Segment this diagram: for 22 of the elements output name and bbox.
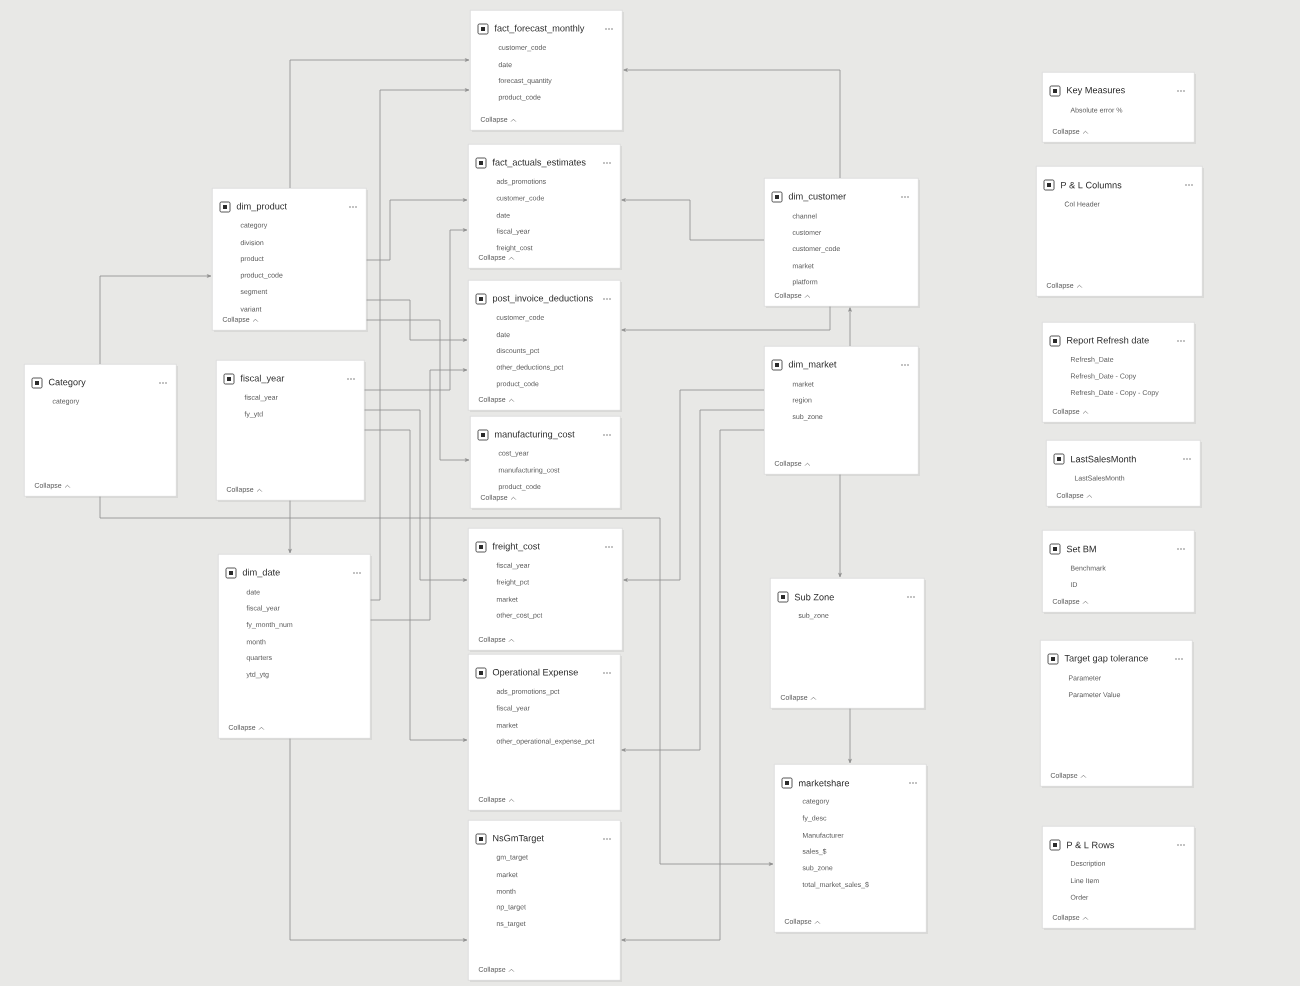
relationship-line [99, 496, 774, 866]
relationship-line [289, 58, 470, 189]
relationship-line [366, 198, 468, 261]
relationship-line [848, 307, 852, 347]
relationship-line [370, 88, 470, 601]
relationship-line [838, 474, 842, 578]
relationship-line [621, 409, 765, 752]
relationship-line [288, 500, 292, 554]
relationship-line [364, 409, 468, 582]
relationship-line [289, 738, 468, 942]
relationship-line [370, 368, 468, 621]
relationship-line [364, 228, 468, 391]
relationship-line [848, 708, 852, 764]
relationship-line [623, 389, 765, 582]
relationship-line [621, 306, 831, 332]
relationship-line [621, 429, 765, 942]
relationship-line [366, 319, 470, 462]
relationship-line [621, 198, 765, 241]
relationship-line [366, 299, 468, 342]
relationship-line [364, 429, 468, 742]
relationship-line [623, 68, 841, 179]
relationship-line [99, 274, 212, 365]
